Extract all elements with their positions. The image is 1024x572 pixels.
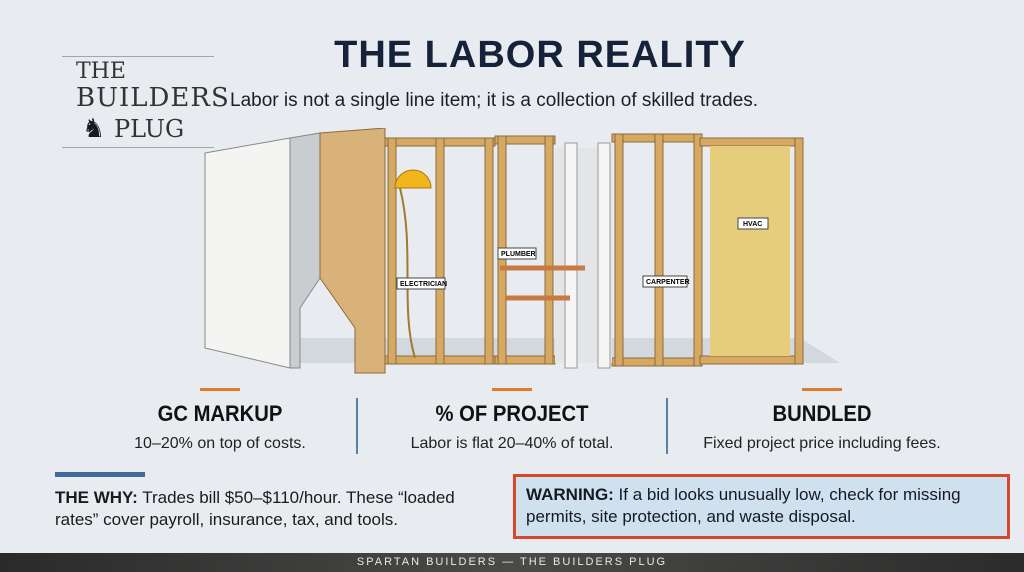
logo-text: PLUG	[114, 115, 185, 143]
label-carpenter: CARPENTER	[646, 279, 690, 286]
electrical-wire	[399, 187, 416, 359]
why-label: THE WHY:	[55, 488, 138, 507]
page-subtitle: Labor is not a single line item; it is a…	[230, 90, 759, 111]
warning-box: WARNING: If a bid looks unusually low, c…	[513, 474, 1010, 539]
insulation	[710, 146, 790, 356]
gypsum-layer	[289, 132, 321, 369]
logo-text: BUILDERS	[76, 83, 230, 113]
divider	[356, 398, 358, 454]
accent-bar-blue	[55, 472, 145, 477]
label-plumber: PLUMBER	[501, 251, 536, 258]
logo: THE BUILDERS ♞ PLUG	[62, 56, 229, 148]
column-text: Fixed project price including fees.	[703, 435, 941, 452]
osb-sheathing	[319, 128, 386, 374]
column-heading: GC MARKUP	[157, 401, 283, 426]
wall-cutaway-illustration: ELECTRICIAN PLUMBER CARPENTER HVAC	[204, 128, 840, 374]
column-text: 10–20% on top of costs.	[134, 435, 306, 452]
footer-bar: SPARTAN BUILDERS — THE BUILDERS PLUG	[0, 553, 1024, 572]
logo-text: THE	[76, 59, 126, 84]
accent-bar	[492, 388, 532, 391]
pvc-pipes	[564, 142, 611, 369]
copper-pipes	[500, 265, 585, 301]
label-electrician: ELECTRICIAN	[400, 281, 447, 288]
drywall-panel	[204, 137, 291, 369]
column-bundled: BUNDLED Fixed project price including fe…	[672, 388, 972, 453]
lion-icon: ♞	[82, 113, 106, 143]
label-hvac: HVAC	[743, 221, 762, 228]
accent-bar	[200, 388, 240, 391]
column-gc-markup: GC MARKUP 10–20% on top of costs.	[70, 388, 370, 453]
column-percent-of-project: % OF PROJECT Labor is flat 20–40% of tot…	[362, 388, 662, 453]
accent-bar	[802, 388, 842, 391]
warning-text: If a bid looks unusually low, check for …	[526, 485, 961, 526]
column-heading: % OF PROJECT	[435, 401, 589, 426]
page-title: THE LABOR REALITY	[334, 34, 746, 76]
column-text: Labor is flat 20–40% of total.	[410, 435, 614, 452]
warning-label: WARNING:	[526, 485, 614, 504]
column-heading: BUNDLED	[772, 401, 872, 426]
hard-hat-icon	[394, 169, 432, 189]
why-text: Trades bill $50–$110/hour. These “loaded…	[55, 488, 455, 529]
the-why-note: THE WHY: Trades bill $50–$110/hour. Thes…	[55, 487, 495, 531]
divider	[666, 398, 668, 454]
